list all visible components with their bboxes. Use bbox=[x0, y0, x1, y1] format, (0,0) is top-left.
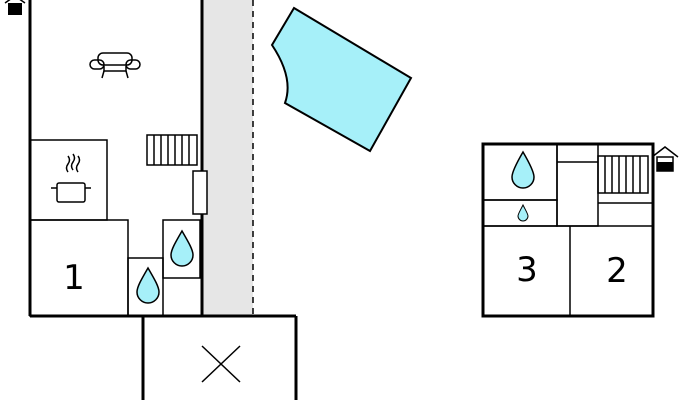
room-number: 2 bbox=[606, 251, 628, 291]
house-entrance-icon bbox=[4, 0, 26, 15]
cross-icon bbox=[201, 345, 241, 383]
water-drop-icon bbox=[136, 266, 160, 304]
water-drop-icon bbox=[170, 229, 194, 267]
terrace-strip bbox=[202, 0, 253, 316]
room-number: 1 bbox=[63, 258, 85, 298]
house-entrance-icon bbox=[651, 146, 679, 172]
water-drop-icon bbox=[517, 203, 529, 222]
annex-room bbox=[141, 314, 298, 400]
water-drop-icon bbox=[511, 150, 535, 189]
bathroom-upper bbox=[162, 219, 201, 279]
stairs-icon bbox=[146, 134, 198, 166]
kitchen-room bbox=[29, 139, 108, 221]
main-building bbox=[28, 0, 204, 318]
cooking-pot-icon bbox=[51, 153, 91, 203]
door bbox=[192, 170, 208, 215]
room-number: 3 bbox=[516, 250, 538, 290]
swimming-pool bbox=[270, 6, 413, 153]
stairs-icon bbox=[597, 155, 649, 194]
sofa-icon bbox=[89, 52, 141, 79]
